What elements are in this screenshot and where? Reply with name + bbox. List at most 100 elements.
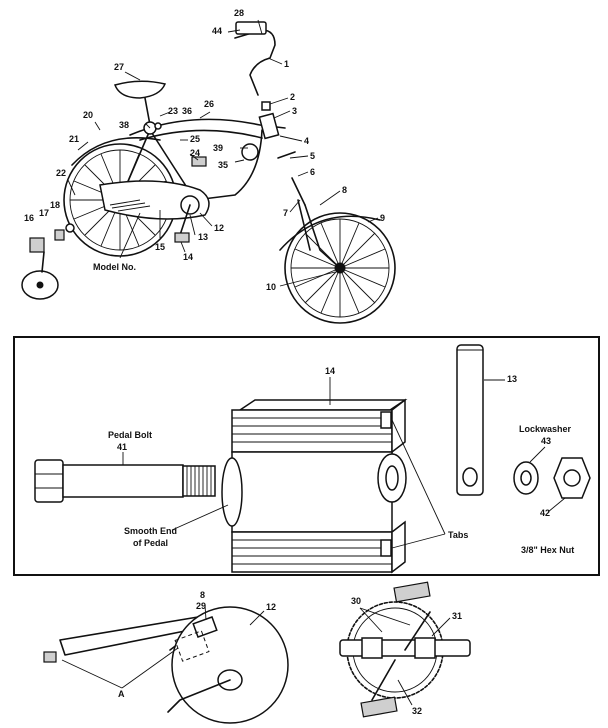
callout-26: 26 <box>204 99 214 109</box>
chainguard-leaders <box>61 604 265 689</box>
guard-clip-dashed <box>174 630 210 662</box>
seat-clamp <box>143 121 157 135</box>
callout-24: 24 <box>190 148 200 158</box>
reflector-39 <box>241 143 259 161</box>
hex-nut-label: 3/8" Hex Nut <box>521 545 574 555</box>
crank-leaders <box>359 607 451 706</box>
crank-callout-32: 32 <box>412 706 422 716</box>
pedal-detail-panel: Pedal Bolt 41 14 Smoo <box>13 336 600 576</box>
pedal-upper <box>393 581 431 603</box>
training-wheel-bracket <box>29 237 45 253</box>
callout-1: 1 <box>284 59 289 69</box>
bearing-spring <box>277 151 296 159</box>
seat-post <box>144 97 151 126</box>
chainguard-plate <box>171 606 289 724</box>
pedal-lower <box>360 696 398 718</box>
crank-upper <box>404 611 431 651</box>
lockwasher-label: Lockwasher <box>519 424 572 434</box>
callout-20: 20 <box>83 110 93 120</box>
callout-9: 9 <box>380 213 385 223</box>
callout-39: 39 <box>213 143 223 153</box>
crank-arm-detail <box>456 344 484 496</box>
pedal-bolt <box>34 459 216 503</box>
callout-25: 25 <box>190 134 200 144</box>
chainguard-callout-a: A <box>118 689 125 699</box>
crank-callout-30: 30 <box>351 596 361 606</box>
chainguard-detail: 8 29 12 A <box>43 590 289 724</box>
pedal-number: 14 <box>325 366 335 376</box>
lockwasher <box>513 461 539 495</box>
frame-clamp <box>43 651 57 663</box>
pedal-small <box>174 232 190 243</box>
seat <box>114 80 167 99</box>
callout-15: 15 <box>155 242 165 252</box>
callout-18: 18 <box>50 200 60 210</box>
callout-23: 23 <box>168 106 178 116</box>
tab-upper <box>380 411 392 429</box>
pedal-bolt-number: 41 <box>117 442 127 452</box>
crank-detail-arm <box>167 679 231 713</box>
callout-38: 38 <box>119 120 129 130</box>
tab-lower <box>380 539 392 557</box>
handlebar-grip <box>235 21 267 35</box>
front-fork <box>304 204 341 269</box>
training-wheel-nut <box>54 229 65 241</box>
clamp-bolt <box>154 122 162 130</box>
callout-3: 3 <box>292 106 297 116</box>
pedal-bolt-label: Pedal Bolt <box>108 430 152 440</box>
callout-17: 17 <box>39 208 49 218</box>
callout-16: 16 <box>24 213 34 223</box>
model-number-label: Model No. <box>93 262 136 272</box>
bicycle-exploded-view: 1 2 3 4 5 6 7 8 9 10 12 13 14 15 16 17 1… <box>21 8 396 324</box>
lockwasher-number: 43 <box>541 436 551 446</box>
crank-callout-31: 31 <box>452 611 462 621</box>
smooth-end-label-2: of Pedal <box>133 538 168 548</box>
handlebar <box>234 29 276 96</box>
front-fender <box>279 215 381 251</box>
chain <box>109 199 151 212</box>
callout-44: 44 <box>212 26 222 36</box>
callout-22: 22 <box>56 168 66 178</box>
front-wheel <box>284 212 396 324</box>
pedal-detail-frame <box>13 336 600 576</box>
hex-nut <box>553 457 591 499</box>
callout-28: 28 <box>234 8 244 18</box>
callout-10: 10 <box>266 282 276 292</box>
callout-5: 5 <box>310 151 315 161</box>
crank-lower <box>371 659 396 701</box>
callout-27: 27 <box>114 62 124 72</box>
callout-21: 21 <box>69 134 79 144</box>
callout-4: 4 <box>304 136 309 146</box>
callout-7: 7 <box>283 208 288 218</box>
smooth-end-label-1: Smooth End <box>124 526 177 536</box>
callout-14: 14 <box>183 252 193 262</box>
crank-sprocket-detail: 30 31 32 <box>339 581 471 718</box>
callout-36: 36 <box>182 106 192 116</box>
front-fork-inner <box>297 199 311 251</box>
chainguard-callout-12: 12 <box>266 602 276 612</box>
tabs-label: Tabs <box>448 530 468 540</box>
training-wheel <box>21 223 75 300</box>
rear-fender <box>71 137 161 166</box>
bottom-bracket-tube <box>339 639 471 657</box>
guard-bracket <box>192 616 218 638</box>
stem-nut <box>261 101 271 111</box>
bb-cup-left <box>361 637 383 659</box>
callout-8: 8 <box>342 185 347 195</box>
hex-nut-number: 42 <box>540 508 550 518</box>
crank-arm-number: 13 <box>507 374 517 384</box>
crank-arm <box>179 204 191 236</box>
pedal-small-upper <box>191 156 207 167</box>
chainguard-callout-8: 8 <box>200 590 205 600</box>
callout-6: 6 <box>310 167 315 177</box>
callout-13: 13 <box>198 232 208 242</box>
training-wheel-washer <box>65 223 75 233</box>
callout-12: 12 <box>214 223 224 233</box>
chainguard-callout-29: 29 <box>196 601 206 611</box>
callout-35: 35 <box>218 160 228 170</box>
leader-lines <box>67 19 379 287</box>
callout-2: 2 <box>290 92 295 102</box>
pedal-block <box>221 398 408 574</box>
